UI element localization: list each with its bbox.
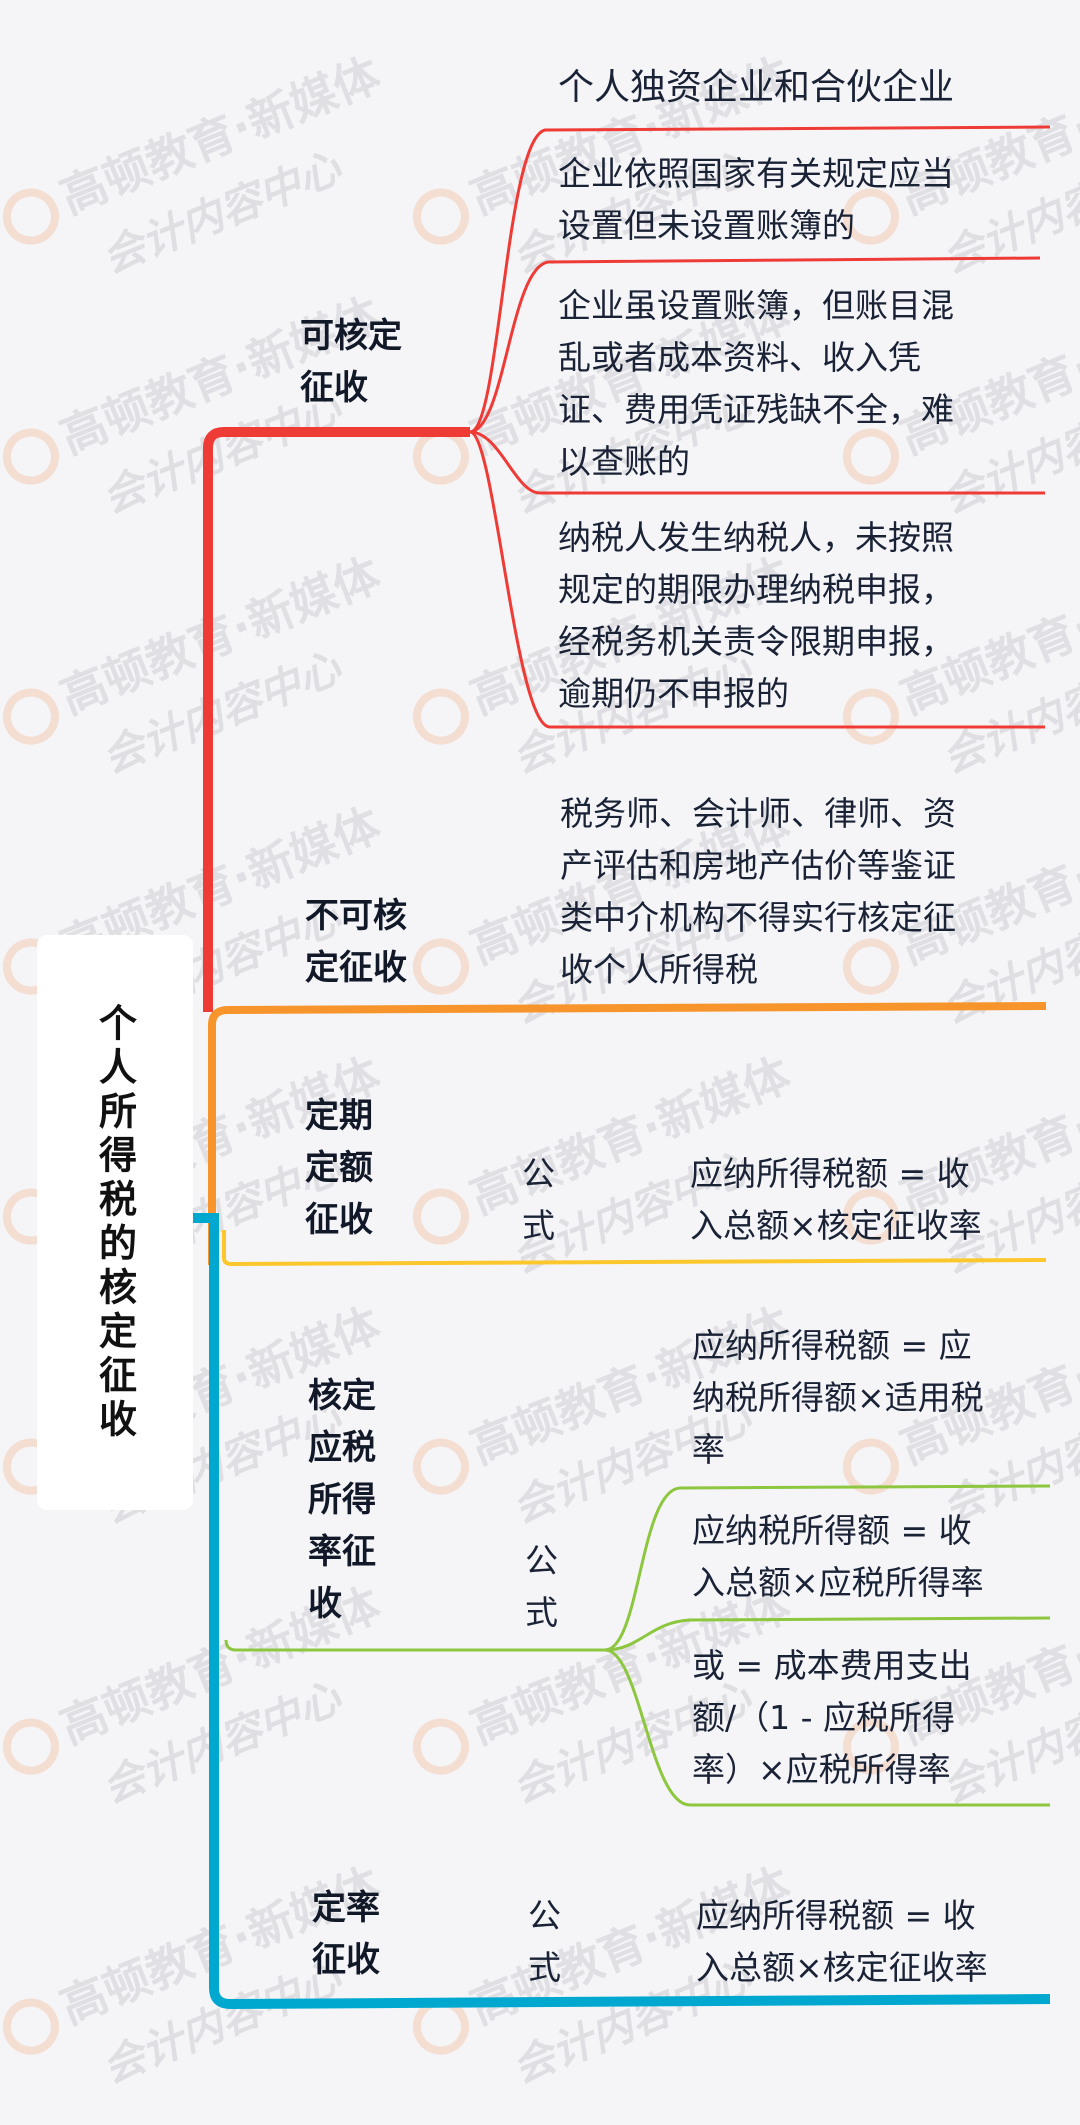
formula-text: 应纳税所得额 = 收 入总额×应税所得率 [692,1511,984,1602]
formula-text: 应纳所得税额 = 应 纳税所得额×适用税 率 [692,1326,984,1469]
formula-text: 应纳所得税额 = 收 入总额×核定征收率 [696,1896,988,1987]
branch-label-dinglvzhengshou: 定率 征收 [312,1888,380,1980]
leaf-text: 企业虽设置账簿，但账目混 乱或者成本资料、收入凭 证、费用凭证残缺不全，难 以查… [558,286,954,481]
formula-label: 公 式 [525,1541,558,1632]
branch-line-orange [208,1002,1047,1265]
branch-line-blue [190,1213,1051,2010]
branch-label-bukehedingzhengshou: 不可核 定征收 [305,896,407,988]
formula-label: 公 式 [528,1896,561,1987]
root-node: 个人所得税的核定征收 [37,935,193,1510]
branch-header: 个人独资企业和合伙企业 [558,67,955,108]
leaf-text: 纳税人发生纳税人，未按照 规定的期限办理纳税申报， 经税务机关责令限期申报， 逾… [558,518,954,713]
branch-label-hedingyingshuisuodelvzhengshou: 核定 应税 所得 率征 收 [308,1376,376,1624]
branch-label-kehedingzhengshou: 可核定 征收 [300,316,402,408]
branch-line-green [224,1639,605,1652]
formula-text: 应纳所得税额 = 收 入总额×核定征收率 [690,1154,982,1245]
leaf-text: 税务师、会计师、律师、资 产评估和房地产估价等鉴证 类中介机构不得实行核定征 收… [560,794,956,989]
leaf-text: 企业依照国家有关规定应当 设置但未设置账簿的 [558,154,954,245]
branch-label-dingqidingezhengshou: 定期 定额 征收 [305,1096,373,1240]
root-title: 个人所得税的核定征收 [92,1002,137,1443]
formula-label: 公 式 [522,1154,555,1245]
branch-line-yellow [222,1230,1047,1267]
formula-text: 或 = 成本费用支出 额/（1 - 应税所得 率）×应税所得率 [692,1646,972,1789]
mindmap-connectors [190,125,1051,2010]
branch-line-red [203,427,470,1012]
